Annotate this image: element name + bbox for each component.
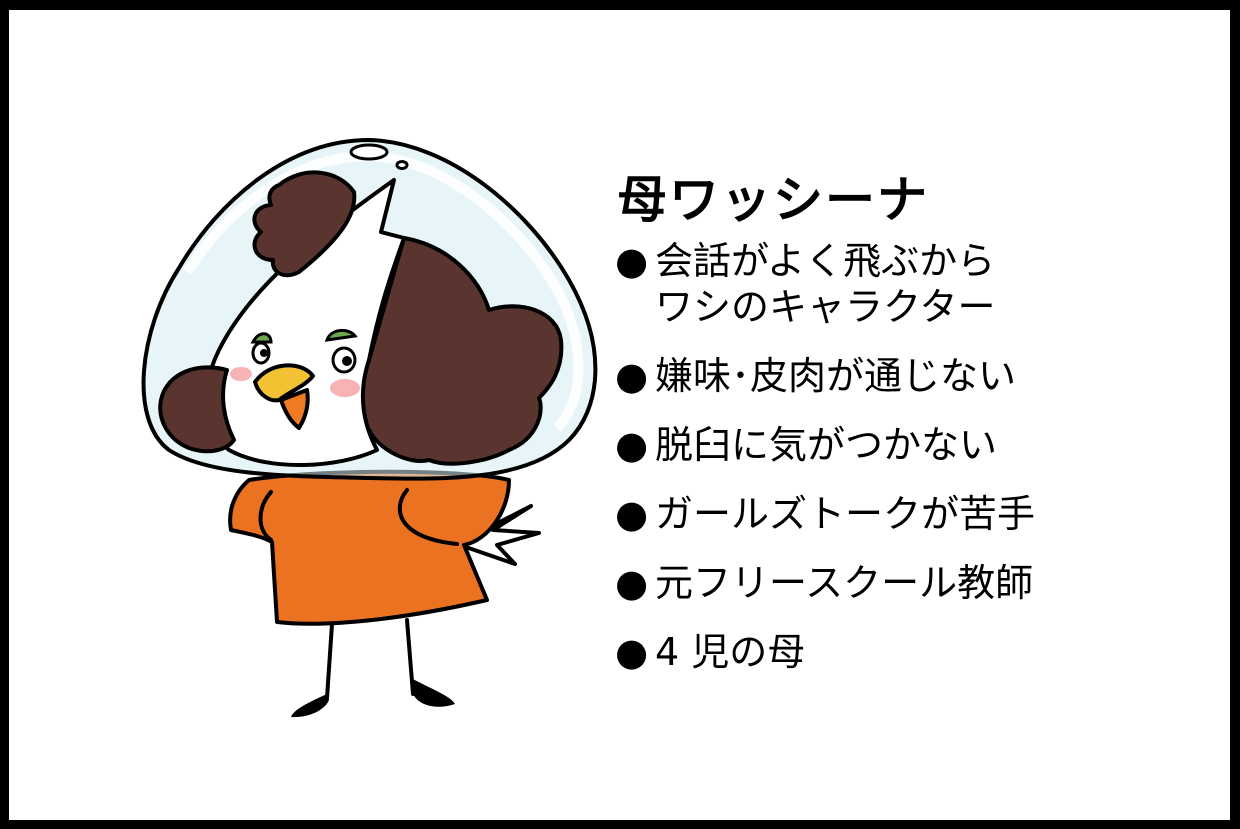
bullet-icon: ● — [615, 354, 649, 398]
trait-text: ガールズトークが苦手 — [655, 492, 1036, 536]
trait-item: ● 嫌味･皮肉が通じない — [615, 353, 1135, 399]
hair — [358, 236, 564, 466]
eagle-mother-illustration — [141, 137, 598, 718]
trait-text: 嫌味･皮肉が通じない — [655, 354, 1017, 398]
bullet-icon: ● — [615, 630, 649, 674]
bullet-icon: ● — [615, 423, 649, 467]
trait-item: ● 会話がよく飛ぶから ワシのキャラクター — [615, 238, 1135, 330]
trait-item: ● 4 児の母 — [615, 629, 1135, 675]
trait-text: 会話がよく飛ぶから ワシのキャラクター — [655, 239, 996, 329]
trait-text: 脱臼に気がつかない — [655, 423, 998, 467]
trait-item: ● ガールズトークが苦手 — [615, 491, 1135, 537]
trait-text: 4 児の母 — [655, 630, 806, 674]
character-name: 母ワッシーナ — [617, 171, 929, 229]
beak — [253, 363, 315, 403]
left-shoe-icon — [291, 694, 329, 718]
right-shoe-icon — [411, 678, 455, 707]
trait-item: ● 脱臼に気がつかない — [615, 422, 1135, 468]
character-profile: 母ワッシーナ ● 会話がよく飛ぶから ワシのキャラクター ● 嫌味･皮肉が通じな… — [615, 170, 1135, 698]
bullet-icon: ● — [615, 561, 649, 605]
dress — [228, 469, 511, 626]
trait-item: ● 元フリースクール教師 — [615, 560, 1135, 606]
trait-text: 元フリースクール教師 — [655, 561, 1034, 605]
bullet-icon: ● — [615, 492, 649, 536]
bullet-icon: ● — [615, 239, 649, 283]
